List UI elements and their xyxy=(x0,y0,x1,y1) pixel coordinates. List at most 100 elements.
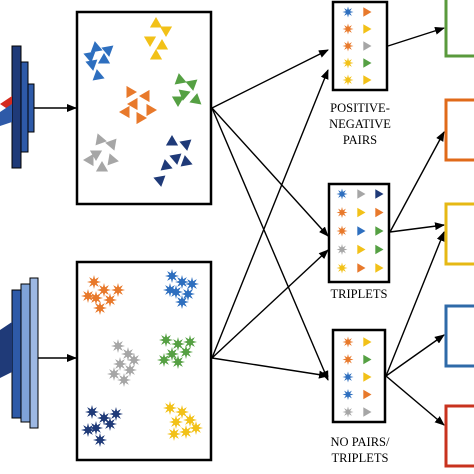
triangle-shape xyxy=(375,244,384,255)
triangle-shape xyxy=(105,138,117,151)
star-shape xyxy=(81,423,95,437)
sampler-box-pairs xyxy=(331,0,389,92)
triangle-shape xyxy=(357,189,366,199)
triangle-shape xyxy=(146,103,157,117)
embedding-box-triangles xyxy=(75,10,213,206)
star-shape xyxy=(163,283,177,297)
output-box-4 xyxy=(444,304,474,368)
star-shape xyxy=(336,188,348,200)
star-shape xyxy=(157,353,171,367)
triangle-shape xyxy=(85,59,98,71)
triangle-shape xyxy=(83,51,96,63)
star-shape xyxy=(175,275,189,289)
star-shape xyxy=(336,244,348,255)
triangle-shape xyxy=(169,153,182,165)
triangle-shape xyxy=(107,153,119,166)
output-box-2 xyxy=(444,98,474,162)
star-shape xyxy=(342,406,354,418)
star-shape xyxy=(342,389,354,400)
triangle-shape xyxy=(83,153,94,167)
triangle-shape xyxy=(143,36,157,47)
caption-pairs-line3: PAIRS xyxy=(343,133,377,147)
star-shape xyxy=(175,295,189,309)
triangle-shape xyxy=(155,39,169,50)
star-shape xyxy=(171,355,185,369)
triangle-shape xyxy=(95,133,107,146)
triangle-shape xyxy=(179,139,192,151)
caption-nopairs-line2: TRIPLETS xyxy=(332,451,389,465)
triangle-shape xyxy=(159,26,173,37)
output-boxes xyxy=(444,0,474,468)
encoder-top-icon xyxy=(0,45,35,169)
arrows-to-outputs xyxy=(385,26,445,426)
triangle-shape xyxy=(363,354,372,365)
star-shape xyxy=(165,347,179,361)
star-shape xyxy=(342,6,354,18)
arrows-to-samplers xyxy=(211,49,329,381)
star-shape xyxy=(169,415,183,429)
triangle-shape xyxy=(171,96,185,107)
star-shape xyxy=(109,407,123,421)
star-shape xyxy=(342,40,354,52)
star-shape xyxy=(183,413,197,427)
nopairs-sample-grid xyxy=(342,336,372,418)
star-shape xyxy=(185,277,199,291)
star-shape xyxy=(336,207,348,218)
triangle-shape xyxy=(160,159,173,171)
star-shape xyxy=(342,371,354,383)
star-shape xyxy=(165,269,179,283)
triangle-shape xyxy=(363,41,372,51)
triangle-shape xyxy=(180,155,193,167)
star-shape xyxy=(127,353,141,367)
triangle-shape xyxy=(174,73,187,85)
output-box-1 xyxy=(444,0,474,58)
star-shape xyxy=(89,291,103,305)
triangle-shape xyxy=(90,41,103,53)
triangle-shape xyxy=(119,105,130,119)
caption-triplets: TRIPLETS xyxy=(331,287,388,301)
triangle-shape xyxy=(126,85,137,99)
output-box-3 xyxy=(444,202,474,266)
triangle-shape xyxy=(363,7,372,17)
triangle-shape xyxy=(375,189,384,199)
triangle-shape xyxy=(357,226,366,236)
caption-pairs-line2: NEGATIVE xyxy=(329,117,391,131)
triangle-shape xyxy=(363,58,372,68)
triangle-shape xyxy=(363,407,372,417)
star-shape xyxy=(89,421,103,435)
star-shape xyxy=(189,421,203,435)
star-shape xyxy=(123,363,137,377)
triangle-shape xyxy=(189,93,202,105)
triangle-shape xyxy=(92,69,105,81)
star-shape xyxy=(183,335,197,349)
sampler-box-nopairs xyxy=(331,328,387,424)
triangle-shape xyxy=(139,89,150,103)
triangle-shape xyxy=(363,24,372,34)
star-shape xyxy=(87,275,101,289)
star-shape xyxy=(181,287,195,301)
encoder-bottom-icon xyxy=(0,277,39,429)
triangle-shape xyxy=(127,97,138,111)
star-shape xyxy=(342,57,354,69)
triangle-shape xyxy=(149,49,163,60)
triplets-sample-grid xyxy=(336,188,384,274)
star-shape xyxy=(111,283,125,297)
caption-nopairs-line1: NO PAIRS/ xyxy=(331,435,390,449)
star-shape xyxy=(93,433,107,447)
triangle-shape xyxy=(185,79,198,91)
star-shape xyxy=(107,367,121,381)
triangle-shape xyxy=(357,207,366,218)
star-shape xyxy=(117,373,131,387)
star-shape xyxy=(342,354,354,365)
pairs-sample-grid xyxy=(342,6,372,86)
star-shape xyxy=(163,401,177,415)
triangle-shape xyxy=(97,53,111,64)
star-shape xyxy=(336,262,348,274)
triangle-shape xyxy=(375,263,384,273)
triangle-shape xyxy=(375,226,384,236)
star-clusters xyxy=(81,269,203,447)
star-shape xyxy=(93,301,107,315)
star-shape xyxy=(159,333,173,347)
